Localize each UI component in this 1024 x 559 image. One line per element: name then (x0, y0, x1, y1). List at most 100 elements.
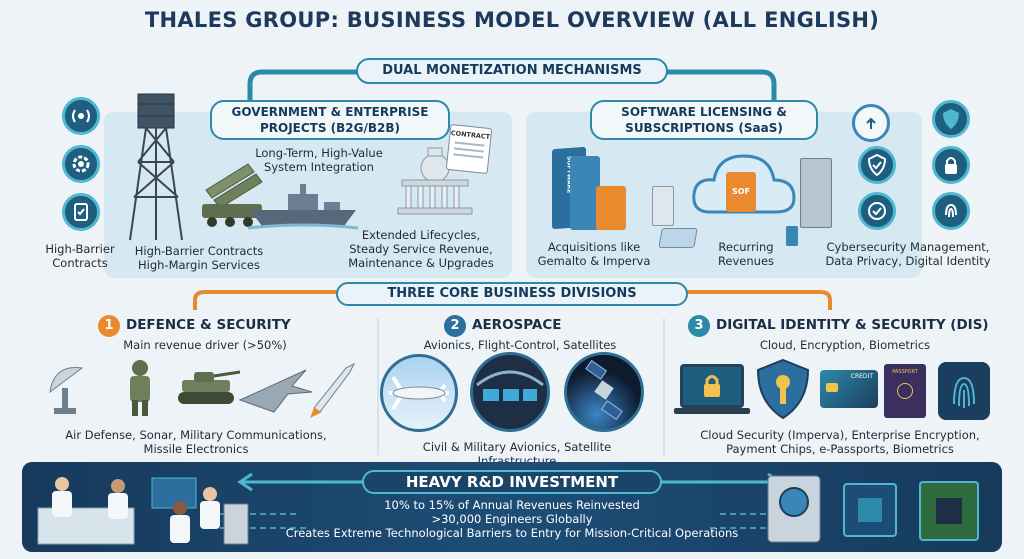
laptop-base (674, 408, 750, 414)
division-3-desc-line2: Payment Chips, e-Passports, Biometrics (726, 442, 954, 456)
credit-word: CREDIT (850, 373, 873, 380)
passport-icon: PASSPORT (884, 364, 926, 418)
division-1-desc-line2: Missile Electronics (143, 442, 249, 456)
side-label-contracts: High-Barrier Contracts (38, 242, 122, 270)
missile-launcher-icon (202, 163, 263, 227)
airliner-icon (389, 375, 449, 411)
rd-header: HEAVY R&D INVESTMENT (362, 470, 662, 494)
shield-key-icon (756, 358, 810, 420)
lifecycle-label-line3: Maintenance & Upgrades (348, 256, 494, 270)
shield-icon (932, 100, 970, 138)
contract-document-icon: CONTRACT (445, 123, 493, 175)
phone-icon (786, 226, 798, 246)
passport-word: PASSPORT (892, 369, 918, 375)
radar-tower-icon (129, 93, 183, 241)
rd-line1: 10% to 15% of Annual Revenues Reinvested (384, 498, 640, 512)
capitol-building-icon (397, 147, 473, 215)
fingerprint-icon (932, 192, 970, 230)
division-1-title: 1 DEFENCE & SECURITY (98, 314, 368, 337)
warship-icon (248, 184, 358, 230)
satellite-icon (585, 359, 623, 421)
division-2-sub: Avionics, Flight-Control, Satellites (423, 338, 617, 352)
division-1-desc: Air Defense, Sonar, Military Communicati… (46, 428, 346, 456)
software-box-2-icon (570, 156, 600, 230)
fighter-jet-icon (238, 369, 313, 413)
signal-icon (62, 97, 100, 135)
clipboard-icon (62, 193, 100, 231)
tower-label: High-Barrier Contracts High-Margin Servi… (124, 244, 274, 272)
page-title: THALES GROUP: BUSINESS MODEL OVERVIEW (A… (144, 8, 880, 32)
integration-label-line2: System Integration (264, 160, 374, 174)
division-1-sub: Main revenue driver (>50%) (123, 338, 287, 352)
b2g-header-line2: PROJECTS (B2G/B2B) (259, 121, 401, 135)
rd-text: 10% to 15% of Annual Revenues Reinvested… (262, 498, 762, 540)
division-3-name: DIGITAL IDENTITY & SECURITY (DIS) (716, 317, 989, 333)
integration-label: Long-Term, High-Value System Integration (250, 146, 388, 174)
cyber-line1: Cybersecurity Management, (826, 240, 990, 254)
scientist-2 (108, 479, 128, 519)
scientist-3 (170, 501, 190, 543)
acquisitions-line1: Acquisitions like (547, 240, 641, 254)
division-2-name: AEROSPACE (472, 317, 562, 333)
tablet-icon (658, 228, 698, 248)
credit-card-icon: CREDIT (820, 370, 878, 408)
check-circle-icon (858, 192, 896, 230)
cockpit-icon (476, 370, 544, 401)
division-1-name: DEFENCE & SECURITY (126, 317, 291, 333)
cockpit-circle (470, 352, 550, 432)
tower-label-line2: High-Margin Services (137, 258, 260, 272)
tank-icon (178, 370, 241, 404)
airliner-circle (380, 354, 458, 432)
defence-icons-row (49, 360, 356, 418)
b2g-header: GOVERNMENT & ENTERPRISE PROJECTS (B2G/B2… (210, 100, 450, 140)
monetization-header: DUAL MONETIZATION MECHANISMS (356, 58, 668, 84)
acquisitions-line2: Gemalto & Imperva (537, 254, 651, 268)
server-rack-icon (800, 158, 832, 228)
division-1-desc-line1: Air Defense, Sonar, Military Communicati… (65, 428, 327, 442)
rd-line2: >30,000 Engineers Globally (431, 512, 593, 526)
satellite-circle (564, 352, 644, 432)
lifecycle-label: Extended Lifecycles, Steady Service Reve… (346, 228, 496, 270)
gear-icon (62, 145, 100, 183)
tech-chips-illustration (767, 475, 979, 543)
lifecycle-label-line2: Steady Service Revenue, (349, 242, 493, 256)
laptop-lock-icon (680, 364, 744, 408)
division-3-sub: Cloud, Encryption, Biometrics (759, 338, 931, 352)
contract-word: CONTRACT (450, 129, 491, 142)
tower-label-line1: High-Barrier Contracts (134, 244, 264, 258)
division-2-title: 2 AEROSPACE (444, 314, 644, 337)
lifecycle-label-line1: Extended Lifecycles, (361, 228, 481, 242)
saas-header: SOFTWARE LICENSING & SUBSCRIPTIONS (SaaS… (590, 100, 818, 140)
lab-scientists-illustration (37, 477, 249, 545)
division-3-desc-line1: Cloud Security (Imperva), Enterprise Enc… (700, 428, 980, 442)
side-label-line1: High-Barrier (45, 242, 115, 256)
fingerprint-scanner-icon (938, 362, 990, 420)
cyber-line2: Data Privacy, Digital Identity (825, 254, 991, 268)
integration-label-line1: Long-Term, High-Value (255, 146, 383, 160)
sof-box-icon: SOF (726, 172, 756, 212)
side-label-line2: Contracts (52, 256, 108, 270)
rd-line3: Creates Extreme Technological Barriers t… (285, 526, 739, 540)
division-3-desc: Cloud Security (Imperva), Enterprise Enc… (690, 428, 990, 456)
division-3-number: 3 (688, 315, 710, 337)
soldier-icon (130, 360, 150, 416)
lock-icon (932, 146, 970, 184)
b2g-header-line1: GOVERNMENT & ENTERPRISE (231, 105, 429, 119)
division-1-number: 1 (98, 315, 120, 337)
cloud-upload-icon (852, 104, 890, 142)
division-3-title: 3 DIGITAL IDENTITY & SECURITY (DIS) (688, 314, 1018, 337)
recurring-line2: Revenues (717, 254, 775, 268)
divisions-header: THREE CORE BUSINESS DIVISIONS (336, 282, 688, 306)
recurring-line1: Recurring (718, 240, 774, 254)
server-icon (652, 186, 674, 226)
shield-check-icon (858, 146, 896, 184)
scientist-1 (52, 477, 72, 517)
cyber-label: Cybersecurity Management, Data Privacy, … (818, 240, 998, 268)
radar-dish-icon (49, 367, 84, 414)
saas-header-line2: SUBSCRIPTIONS (SaaS) (625, 121, 783, 135)
software-orange-box-icon (596, 186, 626, 230)
acquisitions-label: Acquisitions like Gemalto & Imperva (532, 240, 656, 268)
division-2-number: 2 (444, 315, 466, 337)
missile-icon (310, 362, 356, 418)
